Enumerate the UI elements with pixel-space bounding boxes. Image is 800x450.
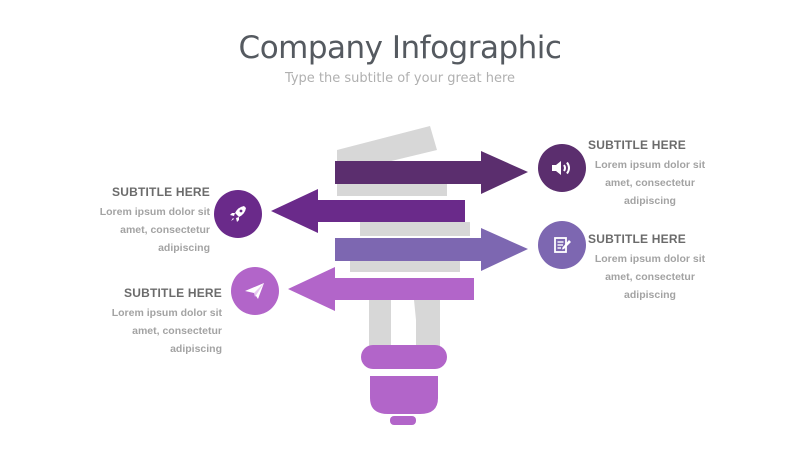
bulb-tip: [390, 416, 416, 425]
arrow-left-1: [271, 189, 465, 233]
item-description: Lorem ipsum dolor sit amet, consectetur …: [584, 156, 716, 210]
item-block-2: SUBTITLE HERE Lorem ipsum dolor sit amet…: [90, 185, 210, 257]
item-line: amet, consectetur: [132, 325, 222, 337]
item-heading: SUBTITLE HERE: [588, 232, 686, 246]
item-line: adipiscing: [158, 242, 210, 254]
paper-plane-icon: [245, 283, 264, 299]
item-line: Lorem ipsum dolor sit: [594, 253, 706, 265]
item-line: adipiscing: [170, 343, 222, 355]
item-description: Lorem ipsum dolor sit amet, consectetur …: [102, 304, 222, 358]
item-line: Lorem ipsum dolor sit: [99, 206, 210, 218]
bulb-tube-segment-2: [360, 222, 470, 236]
circle-rocket: [214, 190, 262, 238]
item-line: amet, consectetur: [120, 224, 210, 236]
item-line: adipiscing: [624, 289, 676, 301]
circle-paper-plane: [231, 267, 279, 315]
page-title: Company Infographic: [238, 30, 562, 66]
item-line: amet, consectetur: [605, 271, 695, 283]
arrow-right-1: [335, 151, 528, 194]
circle-note: [538, 221, 586, 269]
item-line: adipiscing: [624, 195, 676, 207]
rocket-icon: [230, 206, 246, 222]
item-heading: SUBTITLE HERE: [588, 138, 686, 152]
item-description: Lorem ipsum dolor sit amet, consectetur …: [584, 250, 716, 304]
circle-speaker: [538, 144, 586, 192]
bulb-collar: [361, 345, 447, 369]
bulb-tube-segment-1: [337, 182, 447, 196]
item-heading: SUBTITLE HERE: [112, 185, 210, 199]
arrow-left-2: [288, 267, 474, 311]
item-block-4: SUBTITLE HERE Lorem ipsum dolor sit amet…: [102, 286, 222, 358]
speaker-icon: [552, 161, 570, 175]
item-line: Lorem ipsum dolor sit: [111, 307, 222, 319]
note-edit-icon: [554, 237, 571, 253]
item-block-3: SUBTITLE HERE Lorem ipsum dolor sit amet…: [588, 232, 708, 304]
bulb-leg-left: [369, 300, 391, 346]
arrow-right-2: [335, 228, 528, 271]
item-description: Lorem ipsum dolor sit amet, consectetur …: [90, 203, 210, 257]
item-block-1: SUBTITLE HERE Lorem ipsum dolor sit amet…: [588, 138, 708, 210]
page-subtitle: Type the subtitle of your great here: [284, 71, 516, 86]
bulb-tube-segment-3: [350, 258, 460, 272]
item-line: amet, consectetur: [605, 177, 695, 189]
bulb-base: [370, 376, 438, 414]
item-line: Lorem ipsum dolor sit: [594, 159, 706, 171]
bulb-leg-right: [414, 300, 440, 346]
item-heading: SUBTITLE HERE: [124, 286, 222, 300]
